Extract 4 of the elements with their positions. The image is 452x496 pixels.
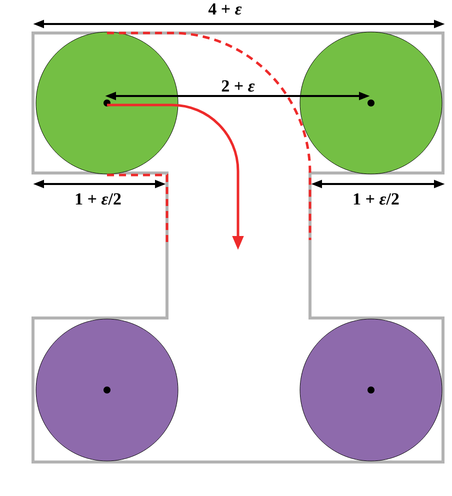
dimension-label: 2 + ε: [222, 80, 255, 92]
dimension-label: 1 + ε/2: [76, 193, 121, 205]
dimension-label: 1 + ε/2: [354, 193, 399, 205]
dimension-label: 4 + ε: [208, 3, 242, 15]
